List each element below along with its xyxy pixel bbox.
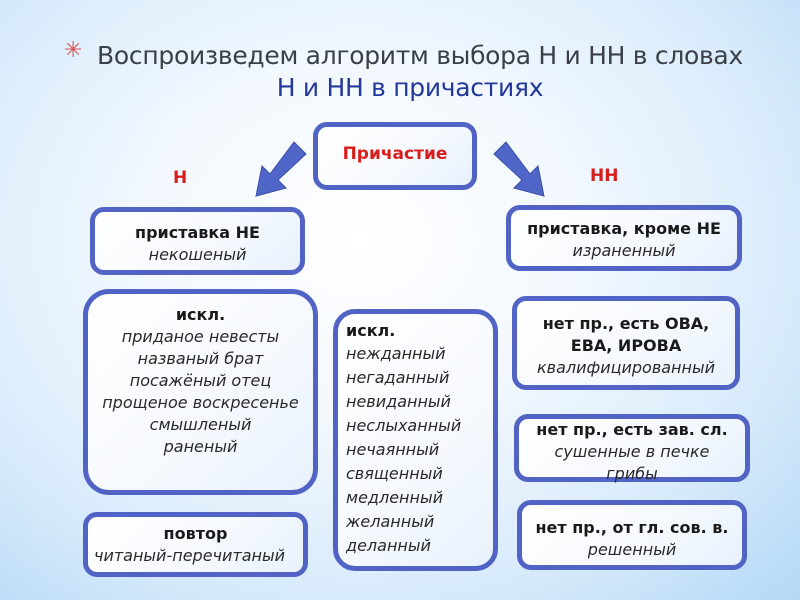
exception-word: приданое невесты xyxy=(121,327,280,346)
exception-word: нечаянный xyxy=(346,440,440,459)
branch-label-n: Н xyxy=(173,168,188,188)
rule-example: сушенные в печке xyxy=(554,442,710,461)
rule-box-prefix-ne: приставка НЕ некошеный xyxy=(90,207,305,275)
rule-example: квалифицированный xyxy=(536,358,716,377)
slide-title: Воспроизведем алгоритм выбора Н и НН в с… xyxy=(60,40,760,104)
rule-box-prefix-except-ne: приставка, кроме НЕ израненный xyxy=(506,205,742,271)
arrow-right-icon xyxy=(493,141,545,197)
exception-word: прощеное воскресенье xyxy=(102,393,299,412)
rule-head: нет пр., от гл. сов. в. xyxy=(535,518,729,537)
exception-word: нежданный xyxy=(346,344,446,363)
rule-box-exceptions-n: искл. приданое невесты названый брат пос… xyxy=(83,289,318,495)
title-line-2: Н и НН в причастиях xyxy=(276,73,544,102)
title-line-1: Воспроизведем алгоритм выбора Н и НН в с… xyxy=(97,41,743,70)
rule-box-perfective-verb: нет пр., от гл. сов. в. решенный xyxy=(517,500,747,570)
arrow-left-icon xyxy=(255,141,307,197)
exception-word: священный xyxy=(346,464,443,483)
rule-head: нет пр., есть ОВА, xyxy=(542,314,710,333)
rule-box-dependent-words: нет пр., есть зав. сл. сушенные в печке … xyxy=(514,414,750,483)
root-node-label: Причастие xyxy=(342,144,448,164)
rule-box-repetition: повтор читаный-перечитаный xyxy=(83,512,308,577)
asterisk-bullet-icon: ✳ xyxy=(64,38,83,63)
rule-example: некошеный xyxy=(148,245,247,264)
rule-head: приставка, кроме НЕ xyxy=(527,219,721,238)
exception-word: негаданный xyxy=(346,368,450,387)
rule-box-suffix-ova: нет пр., есть ОВА, ЕВА, ИРОВА квалифицир… xyxy=(512,296,740,390)
rule-box-exceptions-nn: искл. нежданный негаданный невиданный не… xyxy=(333,309,498,571)
exception-word: раненый xyxy=(163,437,238,456)
rule-example: грибы xyxy=(606,464,658,483)
exception-word: медленный xyxy=(346,488,443,507)
root-node-participle: Причастие xyxy=(313,122,477,190)
rule-head: повтор xyxy=(163,524,228,543)
exception-word: неслыханный xyxy=(346,416,462,435)
exception-word: посажёный отец xyxy=(129,371,272,390)
rule-head: искл. xyxy=(175,305,226,324)
rule-head: нет пр., есть зав. сл. xyxy=(536,420,728,439)
rule-example: израненный xyxy=(572,241,676,260)
rule-head: приставка НЕ xyxy=(135,223,260,242)
branch-label-nn: НН xyxy=(590,166,619,186)
exception-word: невиданный xyxy=(346,392,451,411)
rule-example: решенный xyxy=(587,540,677,559)
rule-head: искл. xyxy=(346,321,396,340)
exception-word: деланный xyxy=(346,536,431,555)
rule-example: читаный-перечитаный xyxy=(93,546,285,565)
rule-head: ЕВА, ИРОВА xyxy=(570,336,682,355)
exception-word: названый брат xyxy=(137,349,264,368)
exception-word: желанный xyxy=(346,512,435,531)
exception-word: смышленый xyxy=(149,415,252,434)
